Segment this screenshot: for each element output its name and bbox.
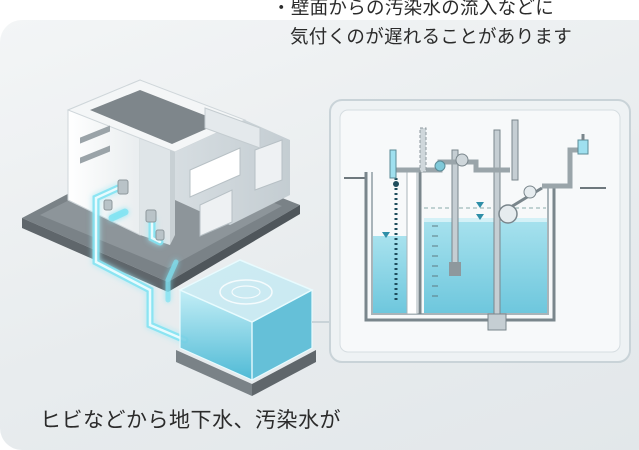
cross-section-diagram <box>329 99 631 363</box>
note-line-1-text: 壁面からの汚染水の流入などに <box>290 0 555 19</box>
illustration-canvas <box>22 79 631 396</box>
building-illustration <box>22 79 300 292</box>
note-line-2: 気付くのが遅れることがあります <box>272 23 639 52</box>
bottom-caption: ヒビなどから地下水、汚染水が <box>40 408 341 432</box>
note-line-2-text: 気付くのが遅れることがあります <box>290 27 573 48</box>
faucet-icon <box>103 179 165 241</box>
note-line-1: ・壁面からの汚染水の流入などに <box>272 0 639 23</box>
bullet-mark: ・ <box>272 0 291 19</box>
note-text: ・壁面からの汚染水の流入などに 気付くのが遅れることがあります <box>272 0 639 52</box>
pipe-glow <box>92 184 189 344</box>
water-tank-illustration <box>176 259 316 396</box>
